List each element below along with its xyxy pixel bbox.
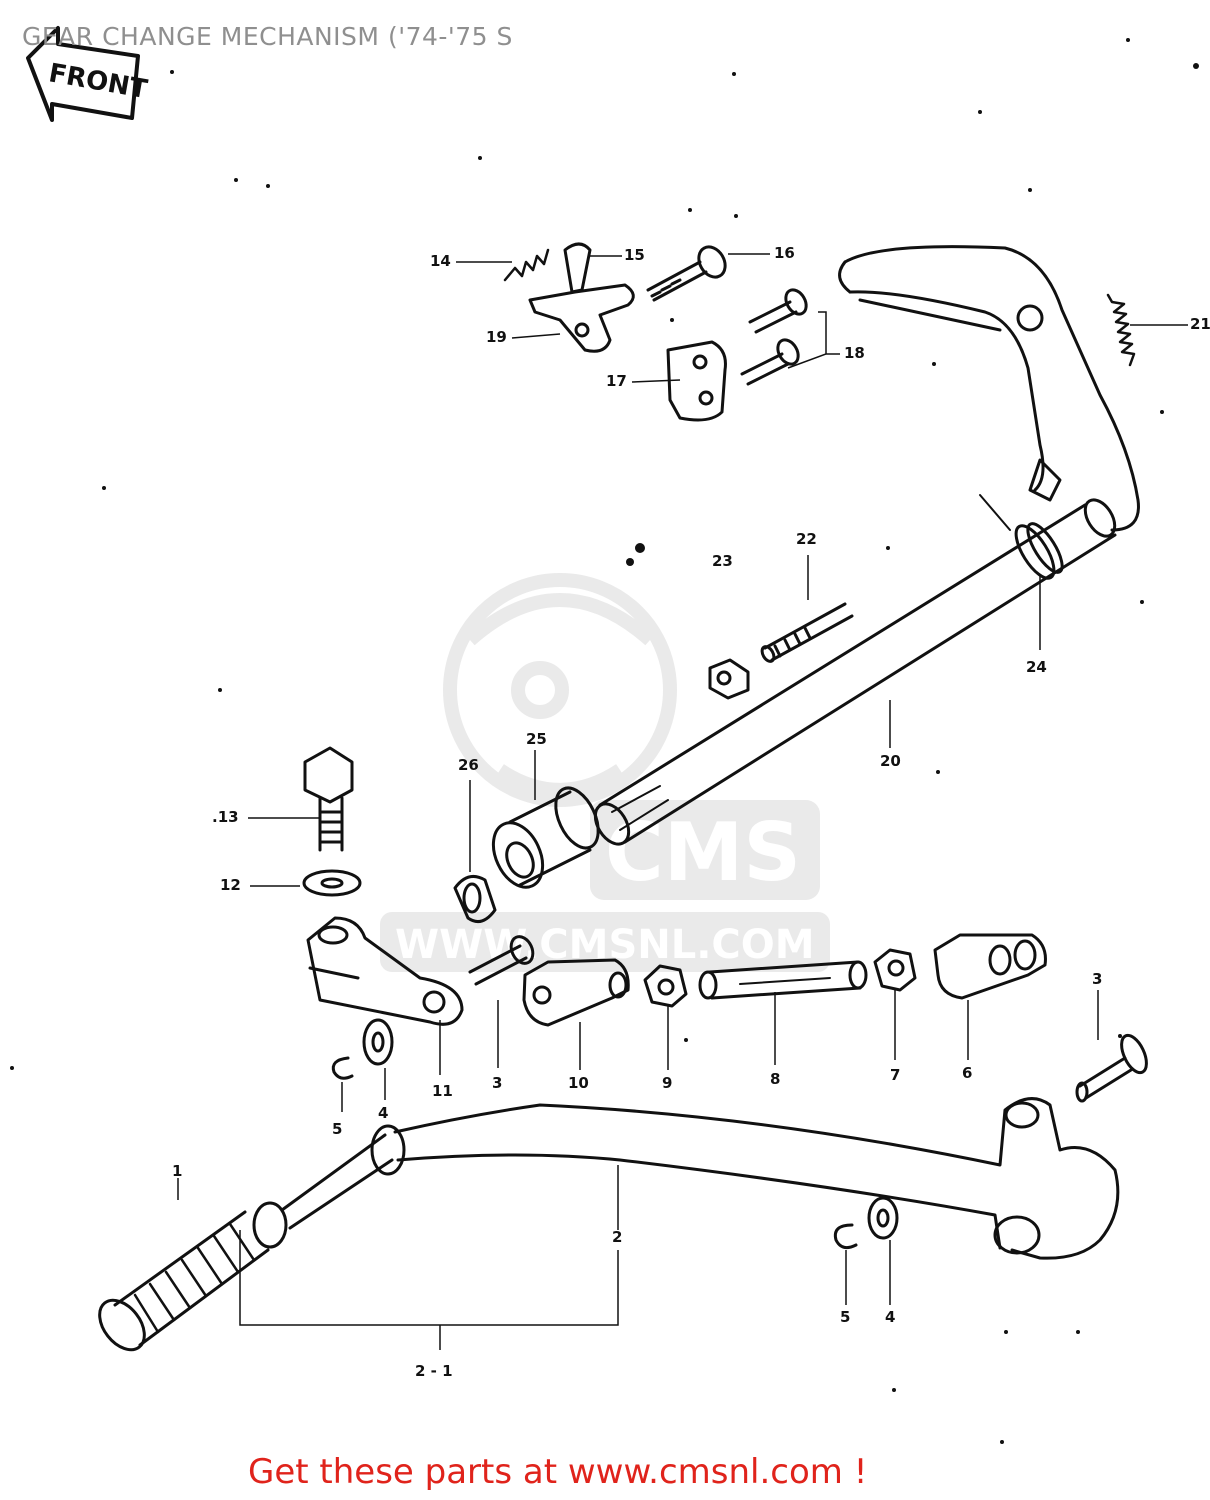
part-6-joint bbox=[933, 933, 1047, 1000]
callout-5-right: 5 bbox=[840, 1308, 851, 1326]
part-18-screws bbox=[740, 288, 808, 386]
callout-4-left: 4 bbox=[378, 1104, 389, 1122]
part-19-plate bbox=[528, 283, 635, 353]
part-10-joint bbox=[522, 958, 630, 1027]
part-9-nut bbox=[643, 964, 688, 1008]
leader-lines bbox=[177, 253, 1188, 1350]
callout-5-left: 5 bbox=[332, 1120, 343, 1138]
callout-18: 18 bbox=[844, 344, 865, 362]
part-5-clip-left bbox=[331, 1056, 354, 1080]
part-16-bolt bbox=[646, 245, 727, 302]
part-4-washer-left bbox=[362, 1018, 394, 1066]
callout-23: 23 bbox=[712, 552, 733, 570]
diagram-title: GEAR CHANGE MECHANISM ('74-'75 S bbox=[22, 22, 513, 51]
callout-26: 26 bbox=[458, 756, 479, 774]
callout-9: 9 bbox=[662, 1074, 673, 1092]
part-shaft-arm bbox=[838, 245, 1140, 532]
callout-3-right: 3 bbox=[1092, 970, 1103, 988]
part-11-lever bbox=[306, 916, 464, 1026]
callout-8: 8 bbox=[770, 1070, 781, 1088]
part-20-shift-shaft bbox=[593, 498, 1117, 846]
watermark: CMS WWW.CMSNL.COM bbox=[380, 573, 830, 972]
part-13-bolt bbox=[303, 746, 354, 852]
callout-1: 1 bbox=[172, 1162, 183, 1180]
callout-19: 19 bbox=[486, 328, 507, 346]
part-15-pawl bbox=[563, 242, 592, 294]
part-4-washer-right bbox=[867, 1196, 899, 1240]
front-arrow: FRONT bbox=[26, 26, 150, 122]
callout-11: 11 bbox=[432, 1082, 453, 1100]
part-17-plate bbox=[666, 340, 727, 422]
part-22-pin bbox=[760, 602, 854, 663]
watermark-logo-icon: CMS WWW.CMSNL.COM bbox=[380, 800, 830, 972]
callout-16: 16 bbox=[774, 244, 795, 262]
part-24-oil-seal bbox=[1014, 522, 1064, 580]
callout-24: 24 bbox=[1026, 658, 1047, 676]
part-12-washer bbox=[302, 869, 362, 897]
callout-12: 12 bbox=[220, 876, 241, 894]
callout-17: 17 bbox=[606, 372, 627, 390]
part-25-collar bbox=[491, 786, 600, 889]
part-2-pedal-lever bbox=[252, 1097, 1120, 1260]
callout-22: 22 bbox=[796, 530, 817, 548]
callout-14: 14 bbox=[430, 252, 451, 270]
part-1-pedal-rubber bbox=[98, 1210, 270, 1352]
callout-13: .13 bbox=[212, 808, 239, 826]
callout-7: 7 bbox=[890, 1066, 901, 1084]
callout-2-1: 2 - 1 bbox=[415, 1362, 453, 1380]
footer-link-text[interactable]: Get these parts at www.cmsnl.com ! bbox=[248, 1452, 868, 1492]
part-3-bolt-upper bbox=[468, 935, 535, 986]
callout-25: 25 bbox=[526, 730, 547, 748]
part-21-spring bbox=[1106, 293, 1136, 367]
callout-10: 10 bbox=[568, 1074, 589, 1092]
part-14-spring bbox=[503, 248, 550, 282]
scan-speckles bbox=[10, 38, 1199, 1444]
part-23-nut bbox=[708, 658, 750, 700]
callout-6: 6 bbox=[962, 1064, 973, 1082]
part-26-ring bbox=[453, 874, 497, 924]
part-7-nut bbox=[873, 948, 917, 992]
callout-2: 2 bbox=[612, 1228, 623, 1246]
part-8-tie-rod bbox=[698, 960, 868, 1000]
callout-15: 15 bbox=[624, 246, 645, 264]
callout-4-right: 4 bbox=[885, 1308, 896, 1326]
callout-21: 21 bbox=[1190, 315, 1210, 333]
part-3-bolt-right bbox=[1075, 1033, 1148, 1103]
callout-3-upper: 3 bbox=[492, 1074, 503, 1092]
watermark-mascot-icon bbox=[443, 573, 677, 807]
part-5-clip-right bbox=[833, 1223, 858, 1250]
watermark-logo-text: CMS bbox=[605, 806, 801, 899]
callout-20: 20 bbox=[880, 752, 901, 770]
